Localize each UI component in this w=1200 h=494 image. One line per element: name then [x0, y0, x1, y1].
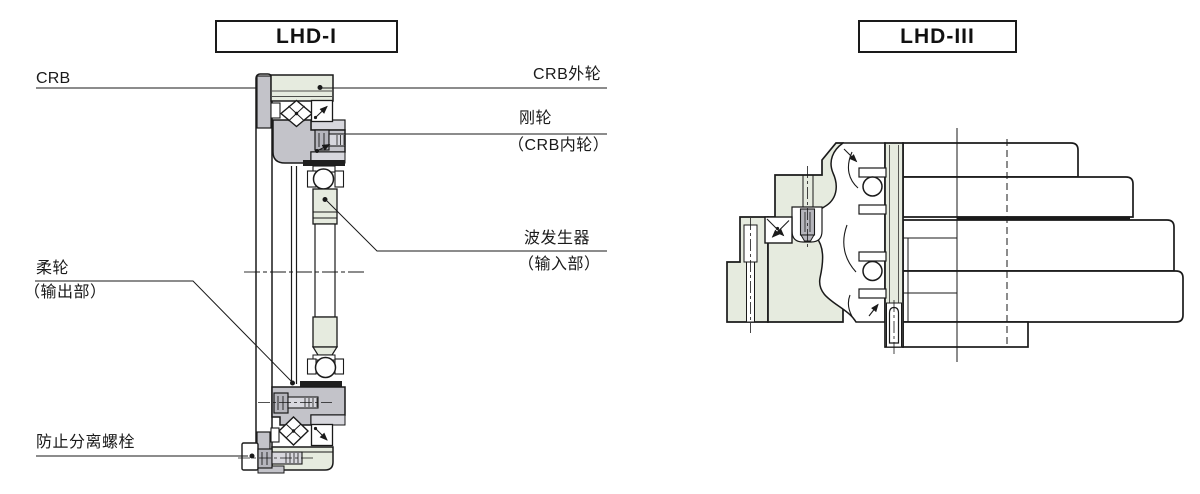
lhd1-flange-gray-bottom — [256, 431, 271, 451]
lhd1-ball-bearing-bottom — [314, 356, 337, 379]
lhd1-tooth-strip-top — [303, 160, 345, 166]
lhd3-step-block-2 — [902, 176, 1134, 218]
label-rigid-wheel-sub: （CRB内轮） — [508, 137, 610, 154]
label-wave-generator-sub: （输入部） — [518, 256, 601, 273]
lhd3-step-block-3 — [902, 219, 1175, 272]
label-wave-generator: 波发生器 — [524, 230, 591, 247]
lhd3-roller-arrow-bottom — [868, 303, 879, 317]
lhd3-step-block-1 — [902, 142, 1079, 178]
lhd1-title-box: LHD-I — [215, 20, 398, 53]
lhd3-step-block-4 — [902, 270, 1184, 323]
label-crb-outer-ring: CRB外轮 — [533, 66, 602, 83]
lhd3-title: LHD-III — [900, 24, 975, 48]
lhd3-step-block-5 — [902, 321, 1029, 348]
label-flex-wheel: 柔轮 — [36, 260, 70, 277]
leader-lines — [35, 85, 607, 459]
label-flex-wheel-sub: （输出部） — [24, 284, 107, 301]
label-anti-separation-bolt: 防止分离螺栓 — [36, 434, 136, 451]
lhd3-cross-section — [726, 128, 1184, 362]
lhd3-thick-joint-line — [957, 216, 1130, 220]
leader-wave-generator — [326, 200, 607, 252]
lhd1-ball-bearing-top — [312, 168, 335, 190]
lhd1-bottom-bolt — [273, 392, 289, 414]
lhd1-anti-separation-bolt — [257, 448, 273, 469]
label-rigid-wheel: 刚轮 — [519, 110, 553, 127]
lhd3-ball-bearing-top — [862, 176, 883, 197]
lhd1-tooth-strip-bottom — [300, 381, 342, 387]
lhd3-roller-arrow-top — [843, 148, 858, 163]
lhd1-wave-generator-hub — [312, 188, 338, 225]
lhd3-ball-bearing-bottom — [862, 260, 883, 282]
lhd1-title: LHD-I — [276, 24, 337, 48]
leader-flex-wheel — [35, 280, 294, 384]
lhd1-input-shaft — [314, 223, 336, 318]
lhd3-title-box: LHD-III — [858, 20, 1017, 53]
lhd1-rigid-wheel-bolt — [314, 129, 330, 151]
label-crb: CRB — [36, 70, 71, 87]
lhd1-flange-gray-top — [256, 75, 272, 129]
